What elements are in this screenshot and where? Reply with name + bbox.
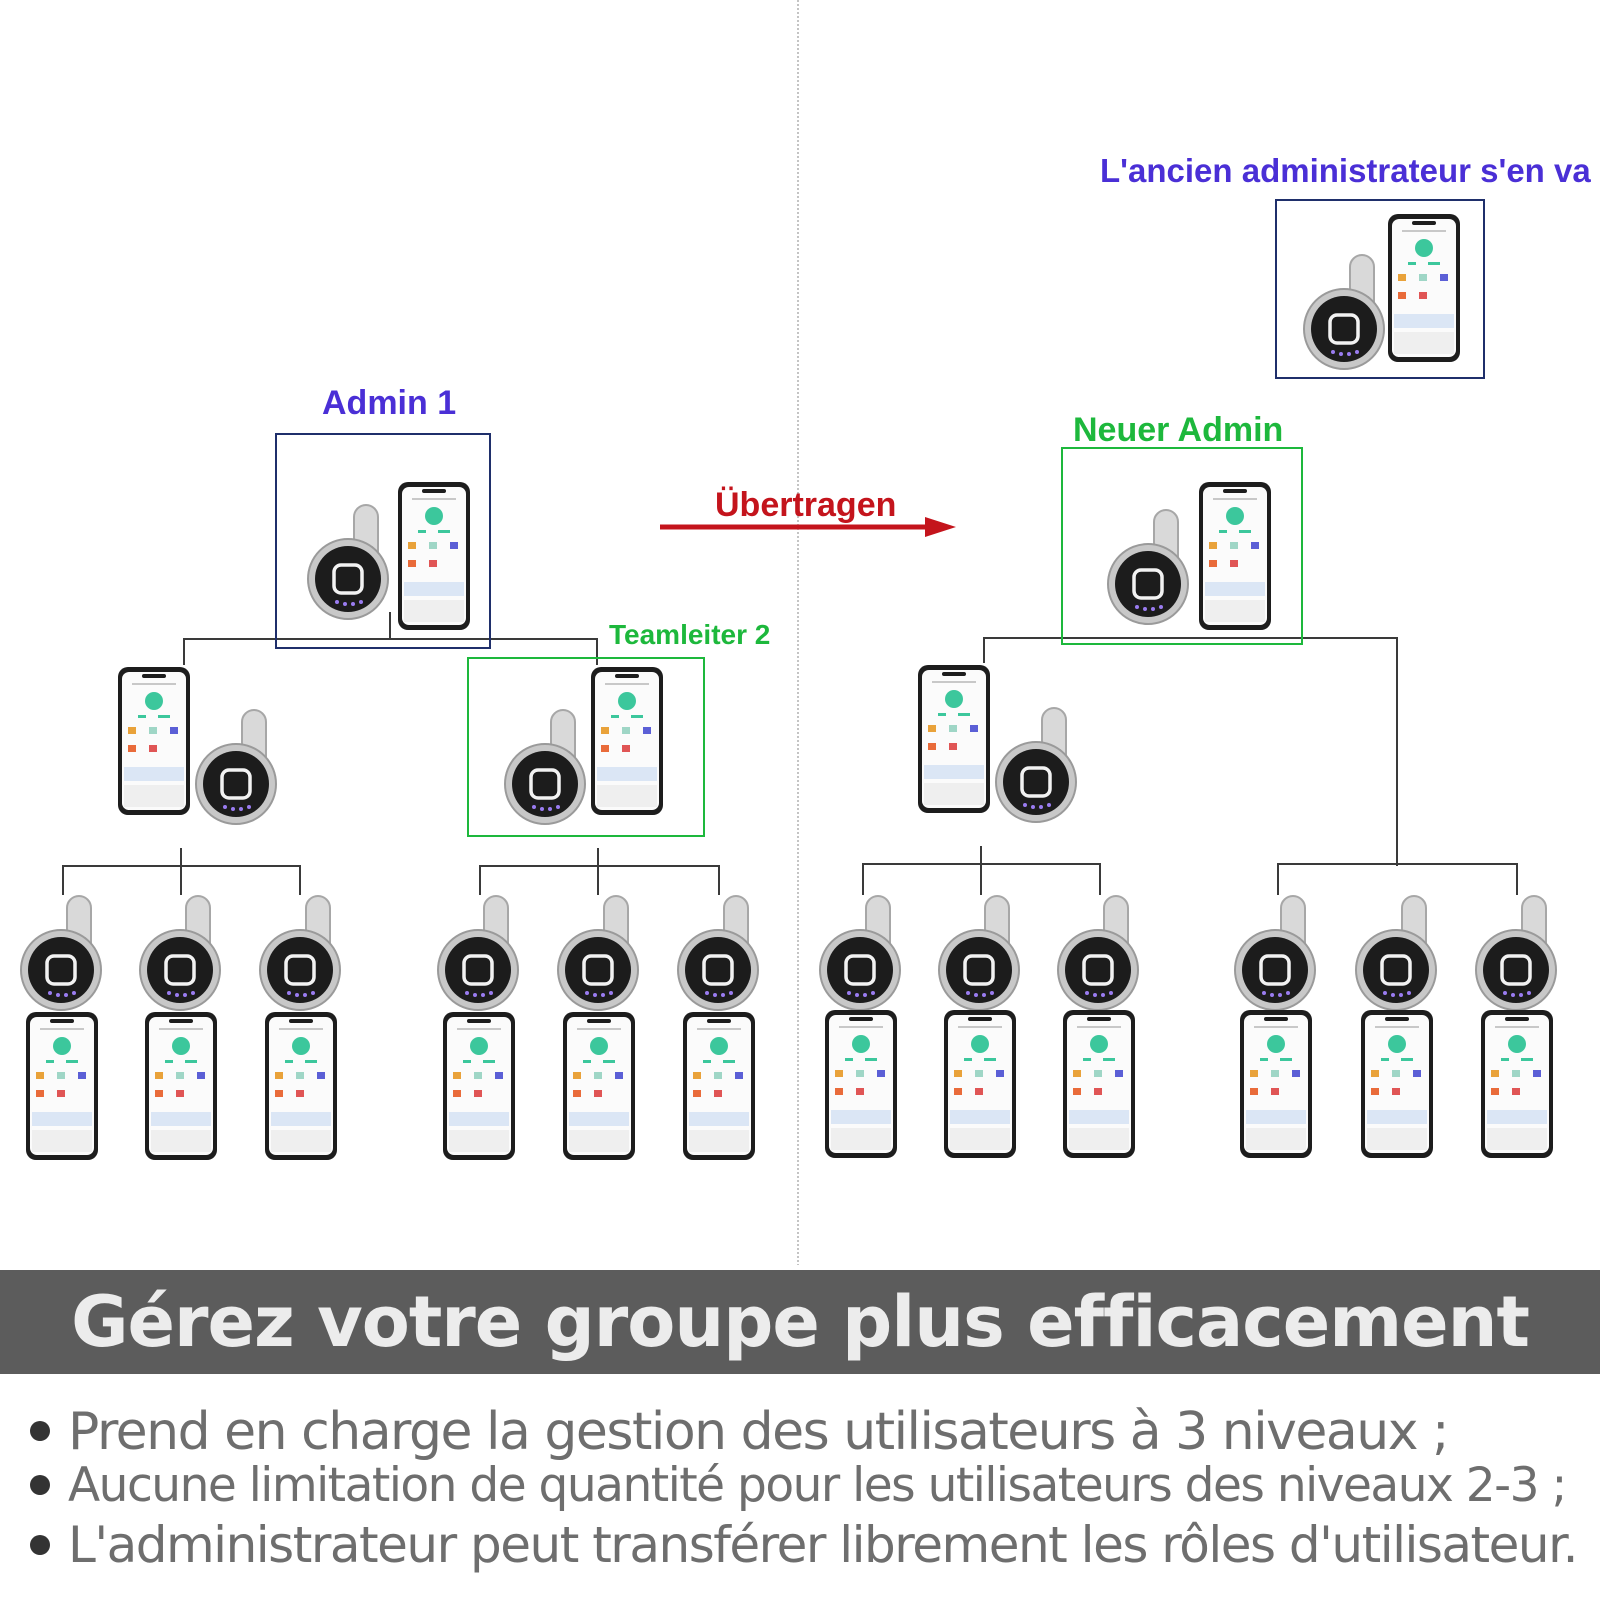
lock-icon [937,894,1021,1012]
left-tree-connectors [62,612,720,895]
phone-icon [1481,1010,1553,1158]
lock-icon [19,894,103,1012]
team-leader-1-lock-icon [194,708,278,826]
phone-icon [683,1012,755,1160]
former-admin-lock-icon [1302,253,1386,371]
feature-text: Prend en charge la gestion des utilisate… [68,1402,1450,1462]
feature-item: Aucune limitation de quantité pour les u… [30,1458,1567,1513]
phone-icon [944,1010,1016,1158]
hierarchy-diagram: Admin 1 Teamleiter 2 Übertragen Neuer Ad… [19,0,1591,1265]
lock-icon [676,894,760,1012]
right-team-leader-lock-icon [994,706,1078,824]
transfer-arrow-head [925,517,956,537]
diagram-canvas [19,0,1558,1265]
lock-icon [556,894,640,1012]
admin-1-phone-icon [398,482,470,630]
admin-1-box [275,433,491,649]
lock-icon [258,894,342,1012]
phone-icon [563,1012,635,1160]
bullet-dot-icon [30,1421,50,1441]
lock-icon [1233,894,1317,1012]
feature-text: L'administrateur peut transférer libreme… [68,1516,1578,1574]
transfer-label: Übertragen [715,486,897,524]
team-leader-1-phone-icon [118,667,190,815]
lock-icon [1056,894,1140,1012]
team-leader-2-box [467,657,705,837]
phone-icon [1240,1010,1312,1158]
bullet-dot-icon [30,1474,50,1495]
right-team-leader-phone-icon [918,665,990,813]
left-level-3-users [19,894,760,1160]
feature-item: Prend en charge la gestion des utilisate… [30,1402,1450,1462]
phone-icon [265,1012,337,1160]
admin-1-label: Admin 1 [322,384,457,422]
lock-icon [1354,894,1438,1012]
new-admin-label: Neuer Admin [1073,411,1284,449]
phone-icon [1063,1010,1135,1158]
new-admin-box [1061,447,1303,645]
feature-text: Aucune limitation de quantité pour les u… [68,1458,1567,1513]
bullet-dot-icon [30,1534,50,1555]
phone-icon [26,1012,98,1160]
team-leader-2-lock-icon [503,708,587,826]
headline-text: Gérez votre groupe plus efficacement [71,1281,1530,1363]
former-admin-phone-icon [1388,214,1460,362]
new-admin-lock-icon [1106,508,1190,626]
lock-icon [818,894,902,1012]
phone-icon [443,1012,515,1160]
headline-banner: Gérez votre groupe plus efficacement [0,1270,1600,1374]
team-leader-2-label: Teamleiter 2 [609,619,771,650]
phone-icon [825,1010,897,1158]
lock-icon [138,894,222,1012]
former-admin-label: L'ancien administrateur s'en va [1100,152,1591,189]
phone-icon [145,1012,217,1160]
lock-icon [436,894,520,1012]
feature-item: L'administrateur peut transférer libreme… [30,1516,1578,1574]
former-admin-box [1275,199,1485,379]
right-level-3-users [818,894,1558,1158]
lock-icon [1474,894,1558,1012]
phone-icon [1361,1010,1433,1158]
new-admin-phone-icon [1199,482,1271,630]
team-leader-2-phone-icon [591,667,663,815]
admin-1-lock-icon [306,503,390,621]
right-tree-connectors [862,637,1518,895]
